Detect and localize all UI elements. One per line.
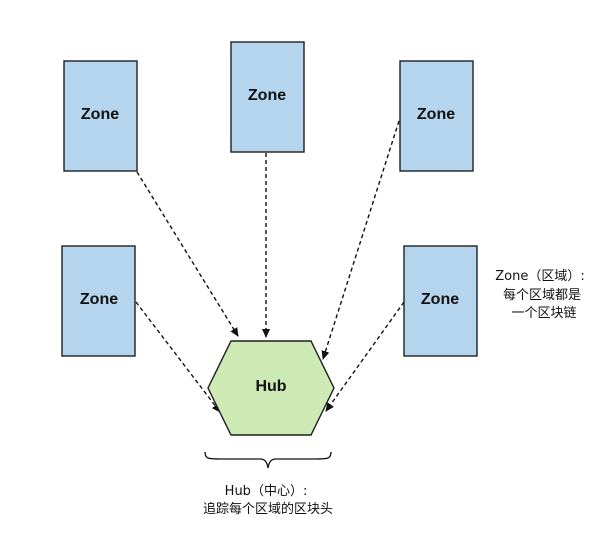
zone-note-line-2: 每个区域都是 (503, 287, 581, 303)
zone-label: Zone (421, 291, 459, 308)
zone-mid-left: Zone (61, 245, 136, 357)
connector-mid-left-to-hub (135, 301, 221, 413)
hub-label: Hub (255, 378, 286, 395)
zone-mid-right: Zone (403, 245, 478, 357)
connector-top-left-to-hub (136, 171, 239, 337)
hub-annotation: Hub（中心）: 追踪每个区域的区块头 (203, 484, 333, 517)
hub-note-line-2: 追踪每个区域的区块头 (203, 501, 333, 517)
zone-top-left: Zone (63, 60, 138, 172)
zone-label: Zone (417, 106, 455, 123)
zone-top-right: Zone (399, 60, 474, 172)
zone-annotation: Zone（区域）: 每个区域都是 一个区块链 (495, 269, 584, 321)
connector-mid-right-to-hub (325, 301, 405, 412)
hub-brace (204, 451, 332, 469)
zone-label: Zone (248, 87, 286, 104)
zone-label: Zone (80, 291, 118, 308)
zone-label: Zone (81, 106, 119, 123)
hub-node: Hub (207, 340, 335, 436)
zone-note-line-1: Zone（区域）: (495, 269, 584, 284)
connector-top-right-to-hub (321, 120, 400, 360)
zone-top-center: Zone (230, 41, 305, 153)
zone-note-line-3: 一个区块链 (511, 306, 576, 321)
hub-note-line-1: Hub（中心）: (225, 484, 308, 499)
